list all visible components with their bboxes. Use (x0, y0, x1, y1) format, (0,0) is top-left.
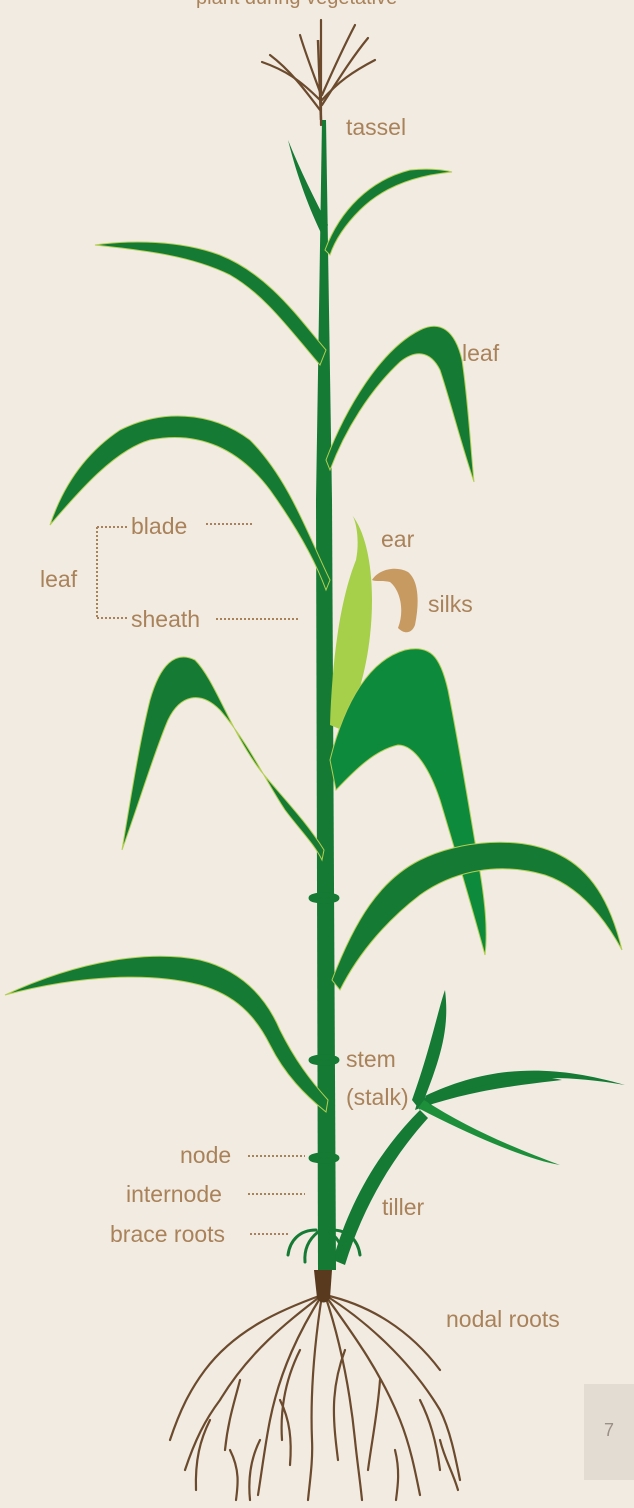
leaf-left-6 (5, 956, 328, 1112)
label-silks: silks (428, 593, 473, 616)
label-sheath: sheath (131, 608, 200, 631)
label-stem: stem (346, 1048, 396, 1071)
label-ear: ear (381, 528, 414, 551)
leaf-bracket (97, 527, 128, 618)
leaf-top-right (325, 169, 452, 255)
tiller-shape (333, 990, 625, 1265)
page-number-box: 7 (584, 1384, 634, 1480)
label-tiller: tiller (382, 1196, 424, 1219)
leaf-left-2 (95, 242, 326, 365)
label-node: node (180, 1144, 231, 1167)
label-nodal-roots: nodal roots (446, 1308, 560, 1331)
label-internode: internode (126, 1183, 222, 1206)
silks-shape (372, 569, 418, 633)
leaf-left-blade (50, 416, 330, 590)
label-stalk: (stalk) (346, 1086, 409, 1109)
page-number: 7 (584, 1420, 634, 1441)
nodal-roots (170, 1295, 460, 1500)
label-leaf-upper: leaf (462, 342, 499, 365)
header-fragment: plant during vegetative (196, 0, 397, 8)
label-brace-roots: brace roots (110, 1223, 225, 1246)
leaf-left-4 (122, 657, 324, 860)
label-tassel: tassel (346, 116, 406, 139)
label-leaf-bracket: leaf (40, 568, 77, 591)
leaf-right-upper (326, 326, 474, 482)
leader-lines (206, 524, 305, 1234)
label-blade: blade (131, 515, 187, 538)
